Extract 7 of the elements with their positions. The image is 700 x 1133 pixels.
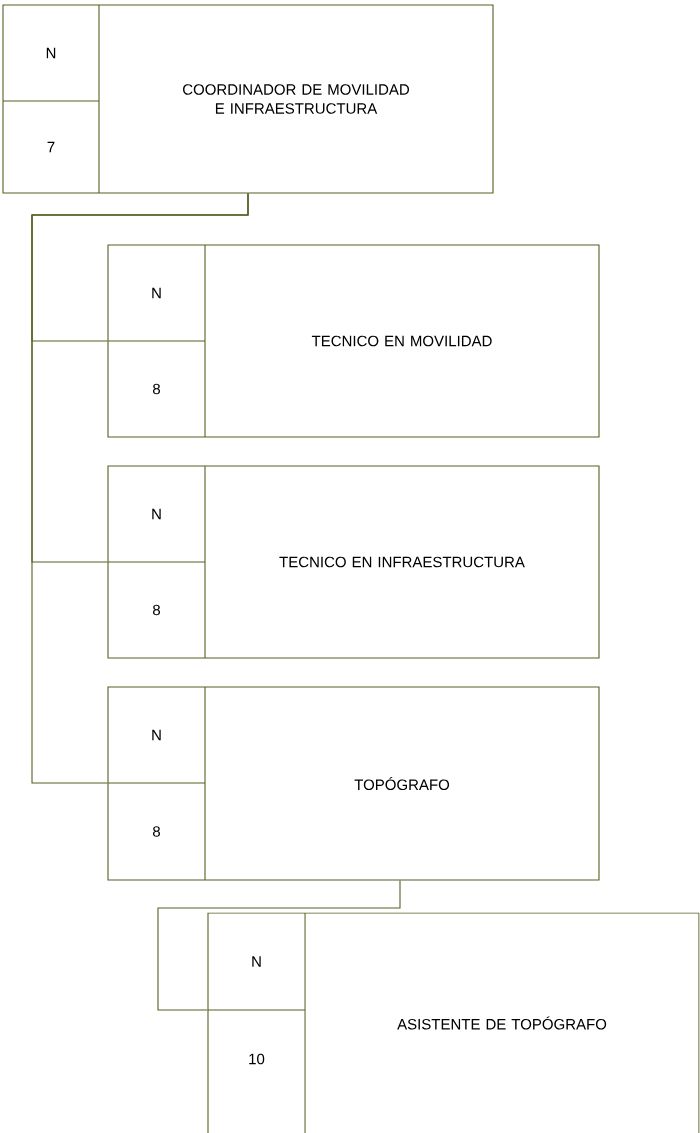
position-box: N 7 COORDINADOR DE MOVILIDAD E INFRAESTRUCTURA — [2, 4, 494, 194]
position-box: N 8 TECNICO EN MOVILIDAD — [107, 244, 600, 438]
connector-line — [157, 880, 401, 1011]
connector-line — [31, 193, 249, 784]
position-box: N 8 TOPÓGRAFO — [107, 686, 600, 881]
position-box: N 8 TECNICO EN INFRAESTRUCTURA — [107, 465, 600, 659]
position-box: N 10 ASISTENTE DE TOPÓGRAFO — [207, 912, 700, 1133]
